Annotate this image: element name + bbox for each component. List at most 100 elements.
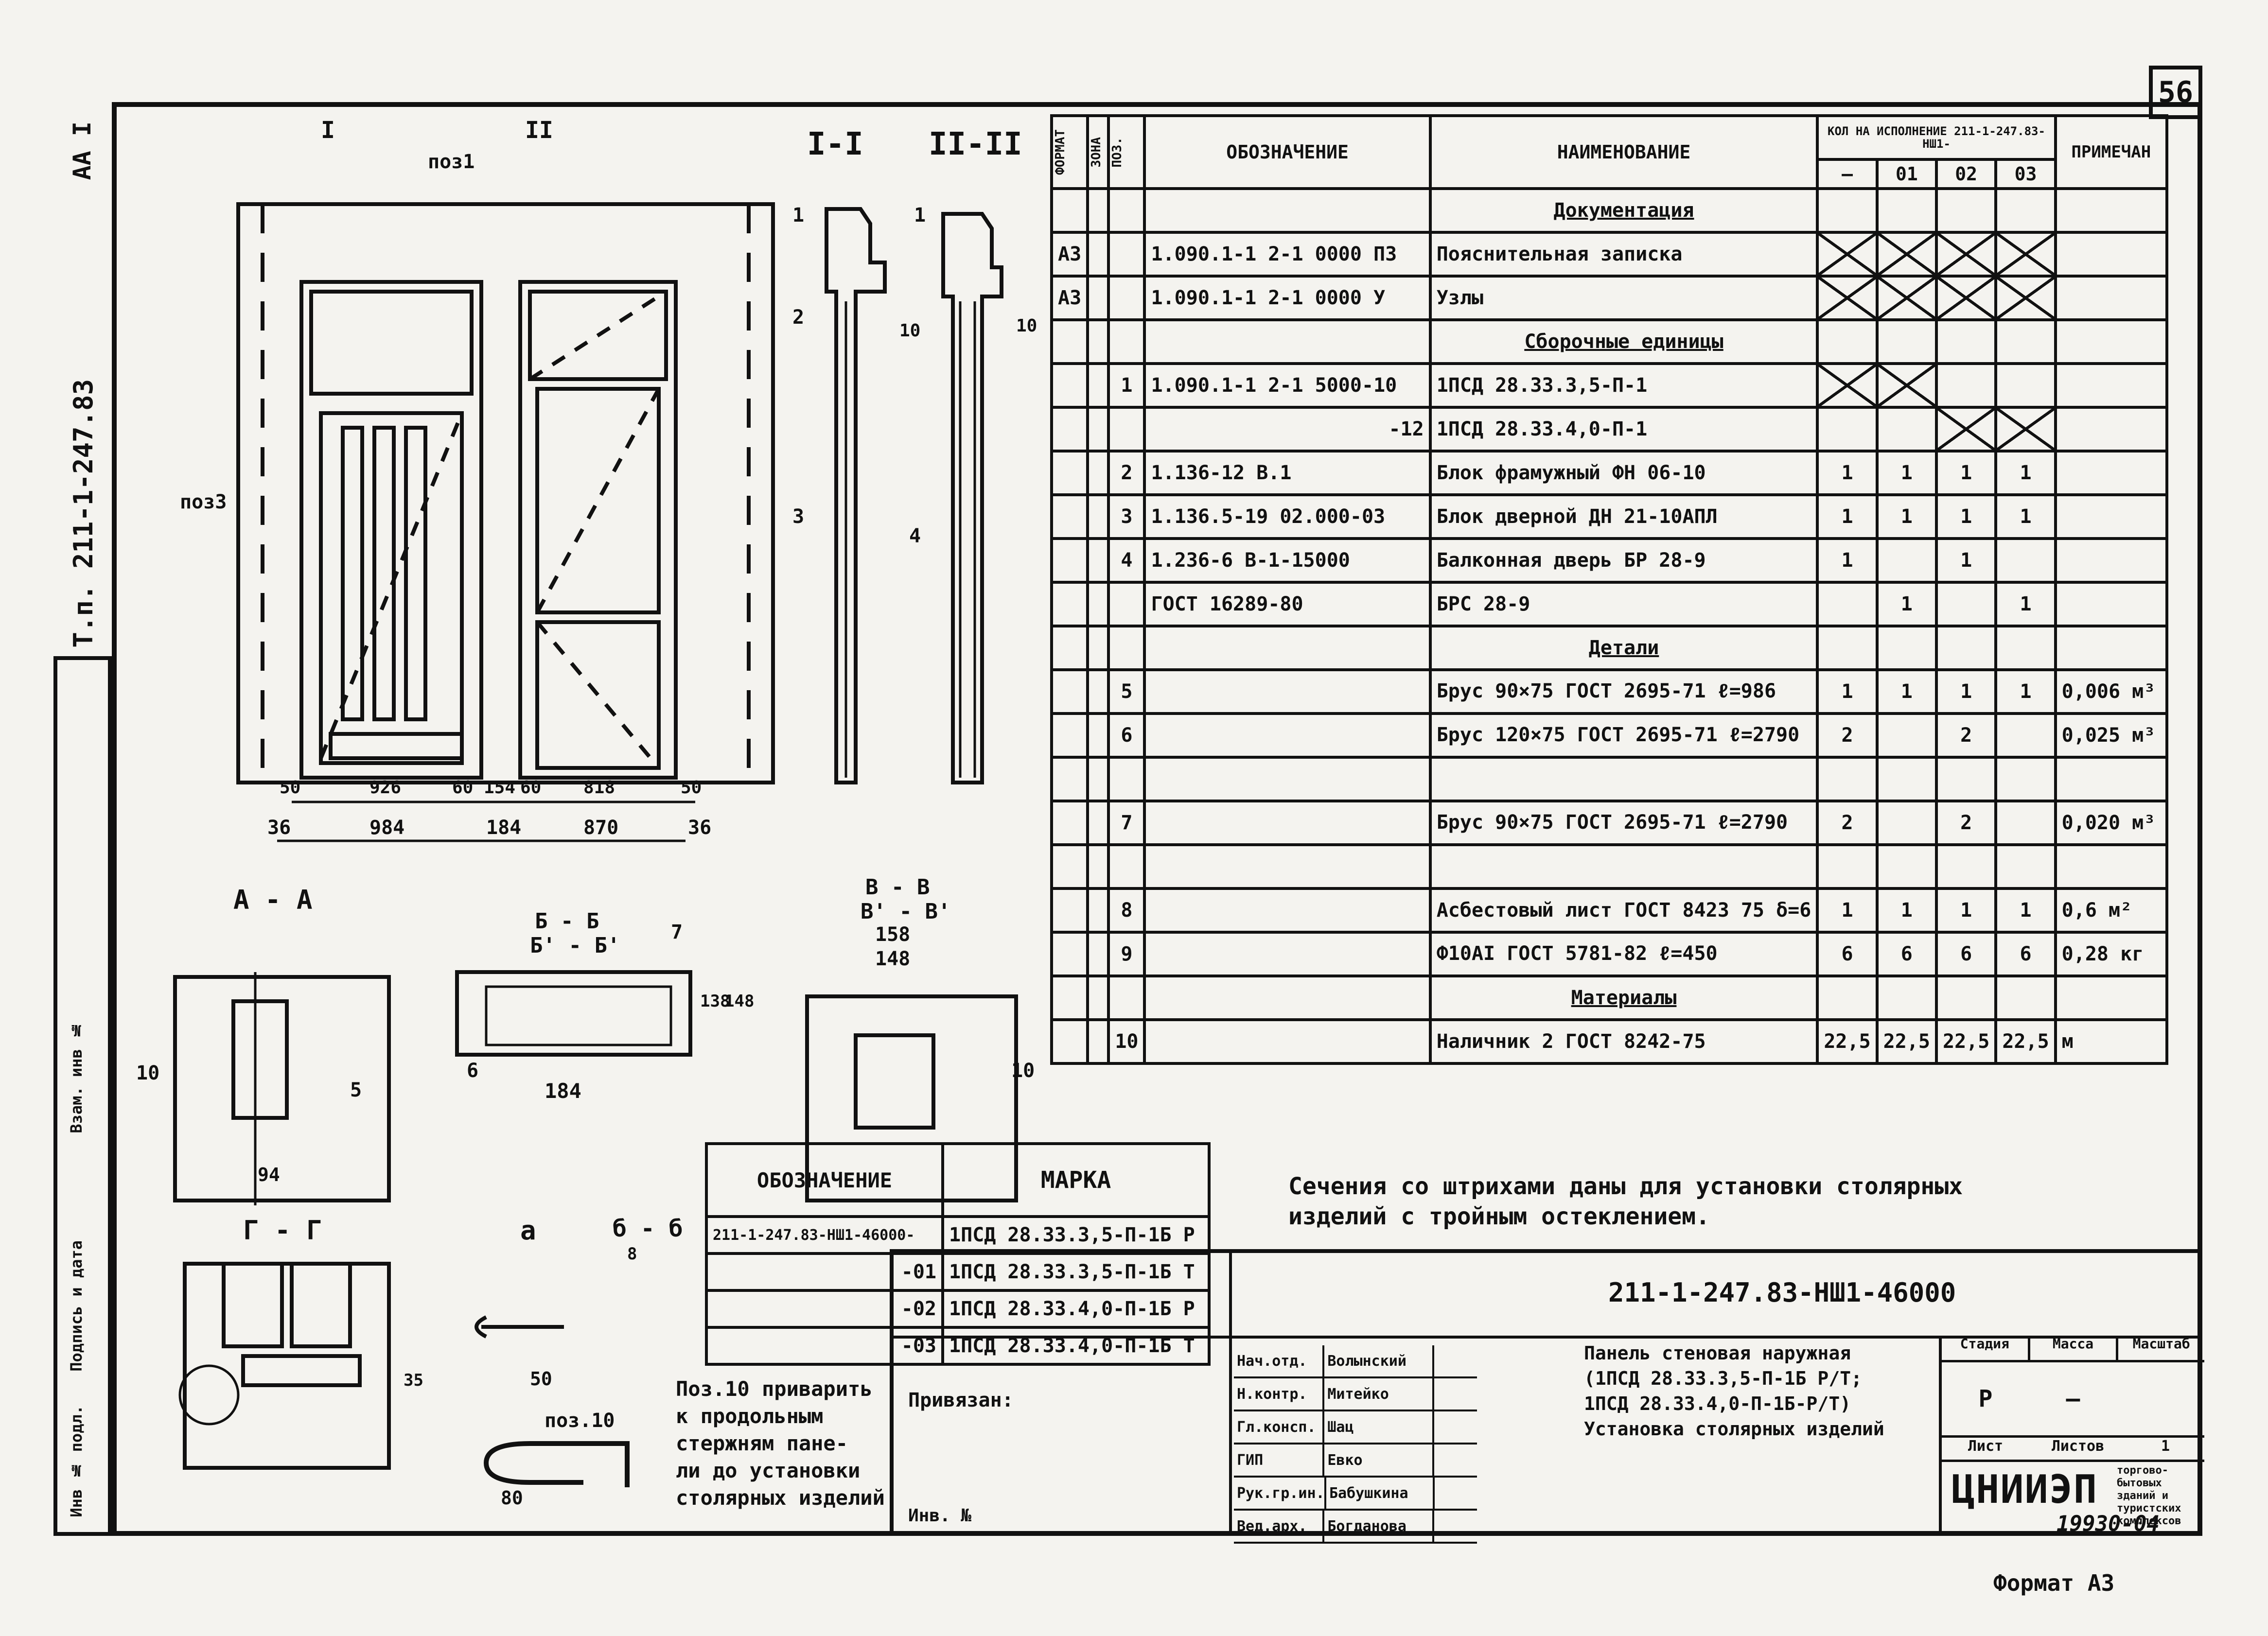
hatch-note: Сечения со штрихами даны для установки с… [1288,1173,1963,1230]
cell-pos: 10 [1107,1018,1146,1065]
dim-60b: 60 [520,778,542,798]
cell-note [2054,187,2169,234]
cell-qty [1934,975,1998,1021]
door-right [518,280,678,780]
cell-qty: 1 [1994,887,2057,934]
cell-qty: 1 [1816,537,1879,584]
cell-qty: 22,5 [1994,1018,2057,1065]
person-name: Бабушкина [1326,1478,1435,1509]
cell-format [1050,1018,1090,1065]
cell-qty [1994,231,2057,278]
cell-qty [1934,625,1998,671]
cell-name: Блок фрамужный ФН 06-10 [1428,450,1819,496]
cell-pos: 4 [1107,537,1146,584]
marks-h2: МАРКА [941,1142,1211,1218]
cell-zone [1086,362,1110,409]
stamp-privyazan-col [894,1253,1232,1536]
marks-row-d: -02 [705,1289,944,1329]
person-role: ГИП [1234,1445,1325,1476]
callout-4: 4 [909,525,921,547]
cell-zone [1086,406,1110,453]
stamp-right: Стадия Масса Масштаб Р — Лист Листов 1 Ц… [1939,1336,2204,1536]
cell-designation [1143,625,1432,671]
person-name: Волынский [1324,1345,1434,1376]
person-name: Митейко [1324,1378,1434,1410]
cell-qty [1994,625,2057,671]
cell-qty [1994,406,2057,453]
cell-qty: 1 [1934,887,1998,934]
dim-80: 80 [501,1487,523,1509]
cell-qty [1816,318,1879,365]
cell-qty [1994,537,2057,584]
format-label: Формат А3 [1993,1570,2115,1596]
dim-50: 50 [530,1368,552,1390]
col-qty-group: КОЛ НА ИСПОЛНЕНИЕ 211-1-247.83-НШ1- [1816,114,2057,161]
dim-148: 148 [875,948,911,970]
cell-qty: 22,5 [1816,1018,1879,1065]
cell-qty [1875,537,1938,584]
person-role: Нач.отд. [1234,1345,1325,1376]
cell-zone [1086,843,1110,890]
cell-note [2054,493,2169,540]
cell-qty [1994,712,2057,759]
dim-36b: 36 [688,817,712,839]
person-signature [1434,1511,1477,1542]
cell-pos: 1 [1107,362,1146,409]
cell-format [1050,406,1090,453]
cell-qty [1994,187,2057,234]
cell-qty: 22,5 [1934,1018,1998,1065]
cell-note: 0,28 кг [2054,931,2169,977]
cell-qty [1875,231,1938,278]
cell-name: Ф10АI ГОСТ 5781-82 ℓ=450 [1428,931,1819,977]
cell-zone [1086,537,1110,584]
cell-note [2054,843,2169,890]
cell-pos: 8 [1107,887,1146,934]
dim-158: 158 [875,923,911,946]
spec-row: Сборочные единицы [1050,318,2169,365]
cell-name: Брус 120×75 ГОСТ 2695-71 ℓ=2790 [1428,712,1819,759]
cell-zone [1086,668,1110,715]
cell-qty: 1 [1994,668,2057,715]
cell-pos: 9 [1107,931,1146,977]
col-name: НАИМЕНОВАНИЕ [1428,114,1819,190]
dim-926: 926 [369,778,402,798]
dim-8: 8 [627,1244,637,1264]
dim-50a: 50 [280,778,301,798]
marks-row-m: 1ПСД 28.33.3,5-П-1Б Т [941,1252,1211,1292]
stamp-person: Н.контр.Митейко [1234,1378,1477,1411]
callout-2: 2 [792,306,805,329]
cell-qty [1875,625,1938,671]
detail-a-title: а [520,1215,536,1246]
cell-qty: 1 [1934,668,1998,715]
cell-designation: 1.090.1-1 2-1 0000 У [1143,275,1432,321]
cell-zone [1086,493,1110,540]
cell-pos [1107,581,1146,627]
org-subtitle: торгово-бытовых зданий и туристских комп… [2117,1464,2181,1527]
cell-name: Наличник 2 ГОСТ 8242-75 [1428,1018,1819,1065]
cell-pos: 3 [1107,493,1146,540]
stamp-inv: Инв. № [908,1506,972,1526]
person-role: Гл.консп. [1234,1411,1325,1443]
cell-pos [1107,756,1146,802]
callout-5: 5 [350,1079,362,1101]
callout-1b: 1 [914,204,926,226]
dim-984: 984 [369,817,405,839]
pos1-label: поз1 [428,151,475,173]
cell-name [1428,756,1819,802]
callout-10a: 10 [136,1062,160,1084]
cell-qty [1875,362,1938,409]
cell-name: Материалы [1428,975,1819,1021]
cut-II-label: II [525,117,553,144]
section-bb2-title: Б' - Б' [530,933,620,958]
cell-format [1050,362,1090,409]
cell-qty [1816,406,1879,453]
door-left [299,280,483,780]
pos10-label: поз.10 [545,1410,615,1432]
person-role: Рук.гр.ин. [1234,1478,1326,1509]
stamp-privyazan: Привязан: [908,1389,1014,1411]
